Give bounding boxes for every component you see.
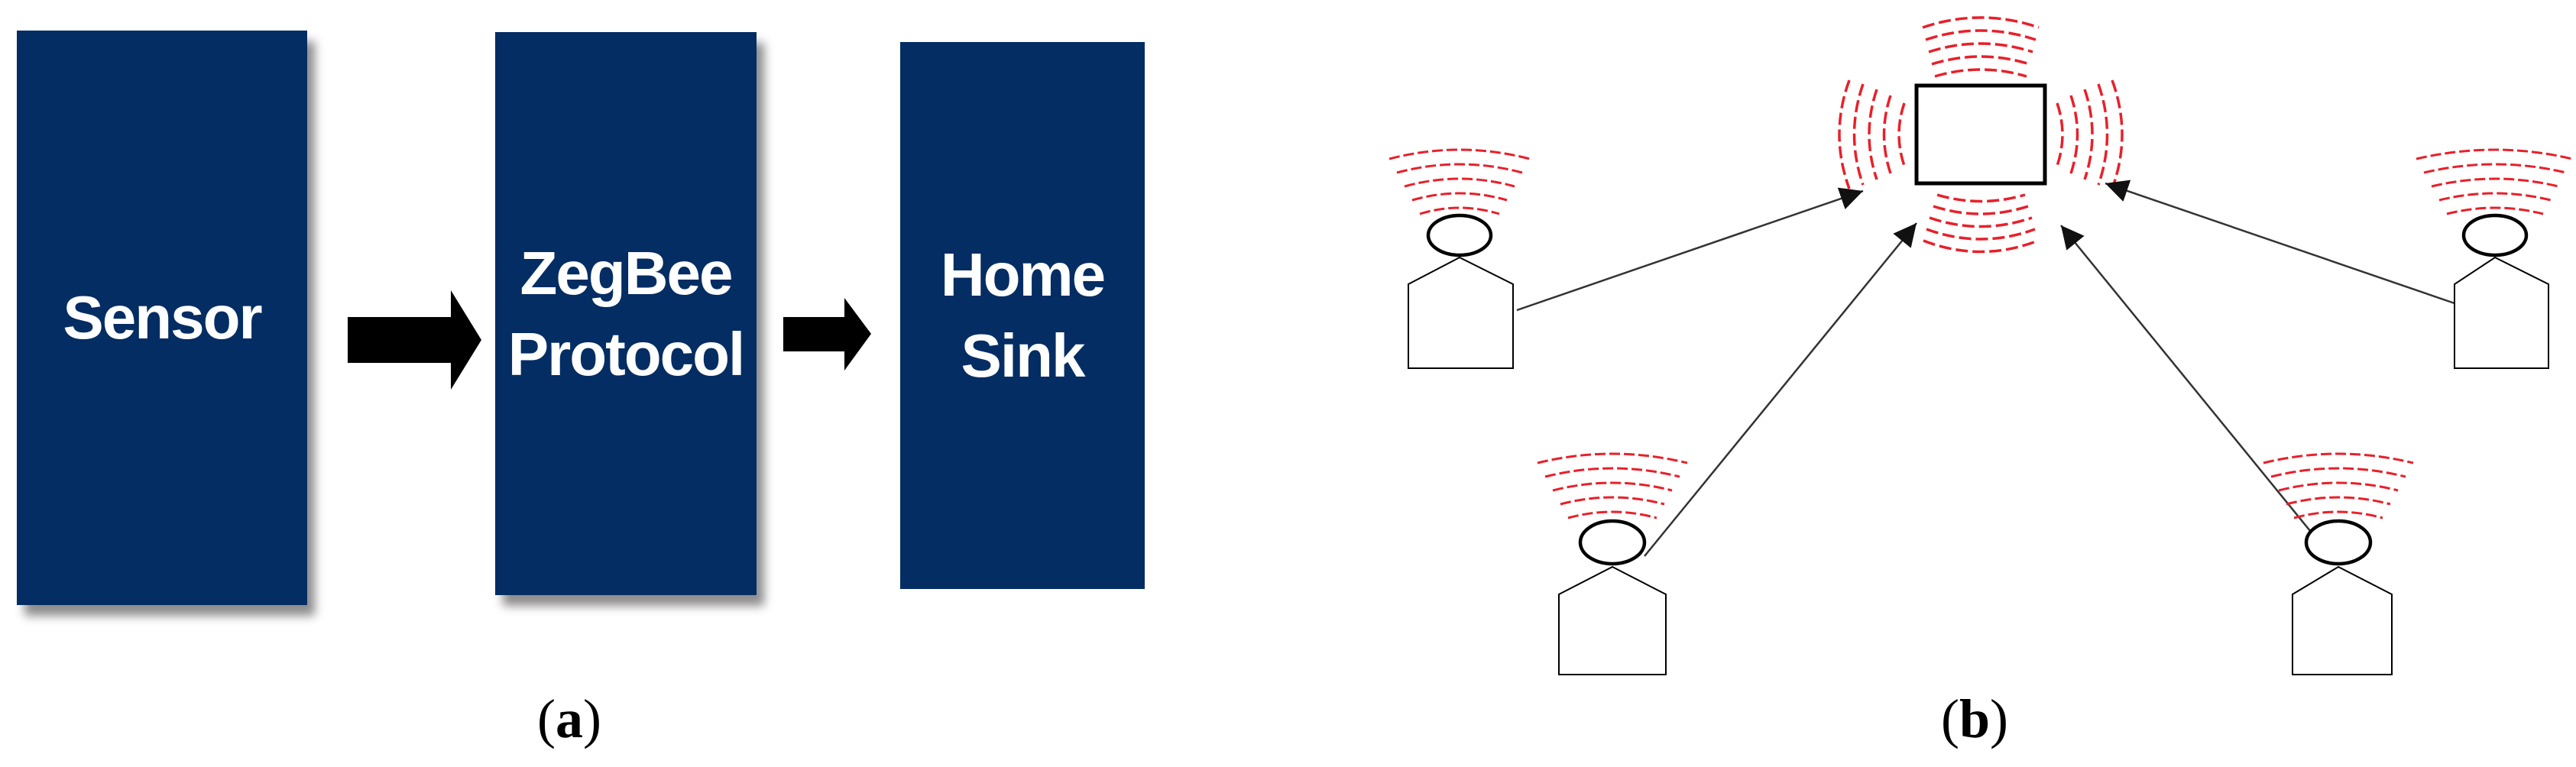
link-top-left bbox=[1516, 187, 1864, 312]
sensor-node-top-left bbox=[1388, 148, 1531, 369]
central-receiver bbox=[1838, 16, 2124, 254]
sensor-block-label: Sensor bbox=[63, 283, 262, 352]
wireless-wave-icon bbox=[2263, 452, 2414, 519]
link-top-right bbox=[2105, 180, 2458, 306]
person-sensor-icon bbox=[2292, 519, 2393, 675]
connections bbox=[1516, 180, 2458, 557]
person-sensor-icon bbox=[1558, 519, 1667, 675]
rectangle-receiver-icon bbox=[1914, 83, 2047, 186]
sink-block: Home Sink bbox=[900, 42, 1145, 589]
sink-block-label: Home Sink bbox=[940, 241, 1106, 390]
arrow-icon bbox=[348, 290, 481, 390]
sensor-node-bottom-left bbox=[1537, 452, 1688, 675]
protocol-block: ZegBee Protocol bbox=[495, 32, 757, 595]
link-bottom-left bbox=[1644, 222, 1917, 557]
wireless-wave-icon bbox=[1537, 452, 1688, 519]
wireless-wave-icon bbox=[1838, 16, 2124, 254]
panel-a-caption: (a) bbox=[537, 688, 601, 749]
link-bottom-right bbox=[2060, 225, 2331, 557]
wireless-wave-icon bbox=[2416, 148, 2573, 215]
panel-a-caption-letter: a bbox=[555, 688, 583, 749]
person-sensor-icon bbox=[1408, 213, 1514, 369]
wireless-wave-icon bbox=[1388, 148, 1531, 215]
arrow-icon bbox=[783, 298, 871, 371]
person-sensor-icon bbox=[2454, 213, 2549, 369]
sensor-node-top-right bbox=[2416, 148, 2573, 369]
sensor-block: Sensor bbox=[17, 31, 307, 605]
panel-b-caption: (b) bbox=[1941, 688, 2009, 749]
sensor-node-bottom-right bbox=[2263, 452, 2414, 675]
panel-b-caption-letter: b bbox=[1959, 688, 1991, 749]
protocol-block-label: ZegBee Protocol bbox=[507, 238, 745, 388]
